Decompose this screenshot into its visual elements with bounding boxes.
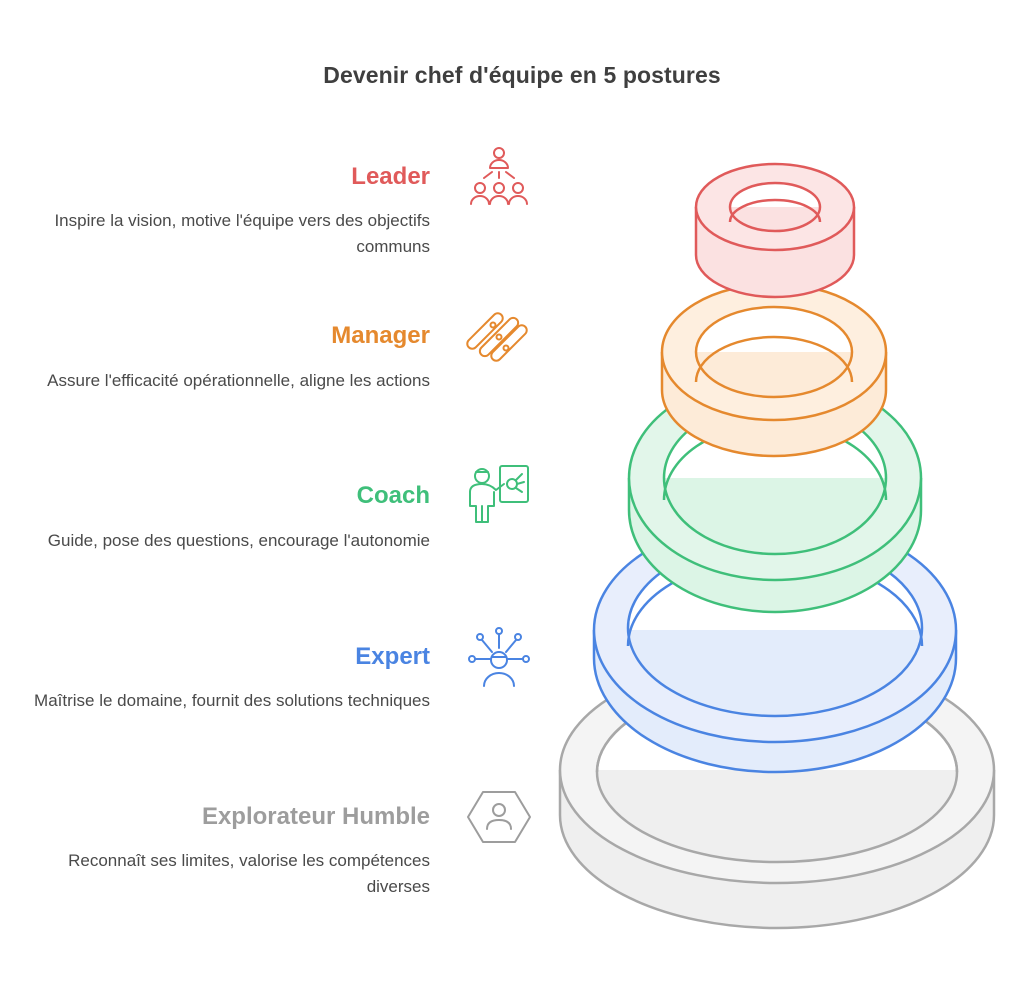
posture-title-manager: Manager: [331, 322, 430, 349]
posture-title-leader: Leader: [351, 163, 430, 190]
posture-title-explorateur-humble: Explorateur Humble: [201, 803, 430, 830]
posture-desc-manager: Assure l'efficacité opérationnelle, alig…: [47, 371, 430, 390]
posture-desc-explorateur-humble: Reconnaît ses limites, valorise les comp…: [68, 851, 430, 896]
expert-network-icon: [466, 624, 532, 690]
posture-desc-expert: Maîtrise le domaine, fournit des solutio…: [34, 691, 430, 710]
page-title: Devenir chef d'équipe en 5 postures: [323, 62, 721, 88]
posture-title-coach: Coach: [356, 482, 430, 509]
coach-whiteboard-icon: [466, 462, 532, 528]
posture-title-expert: Expert: [355, 643, 430, 670]
ring-coach: [627, 374, 923, 614]
posture-desc-leader: Inspire la vision, motive l'équipe vers …: [54, 211, 430, 256]
posture-desc-coach: Guide, pose des questions, encourage l'a…: [47, 531, 430, 550]
team-leader-icon: [466, 144, 532, 210]
ring-explorateur-humble: [558, 655, 996, 930]
user-hexagon-icon: [466, 784, 532, 850]
ring-leader: [694, 162, 856, 299]
stacked-bars-icon: [466, 304, 532, 370]
ring-manager: [660, 282, 888, 458]
